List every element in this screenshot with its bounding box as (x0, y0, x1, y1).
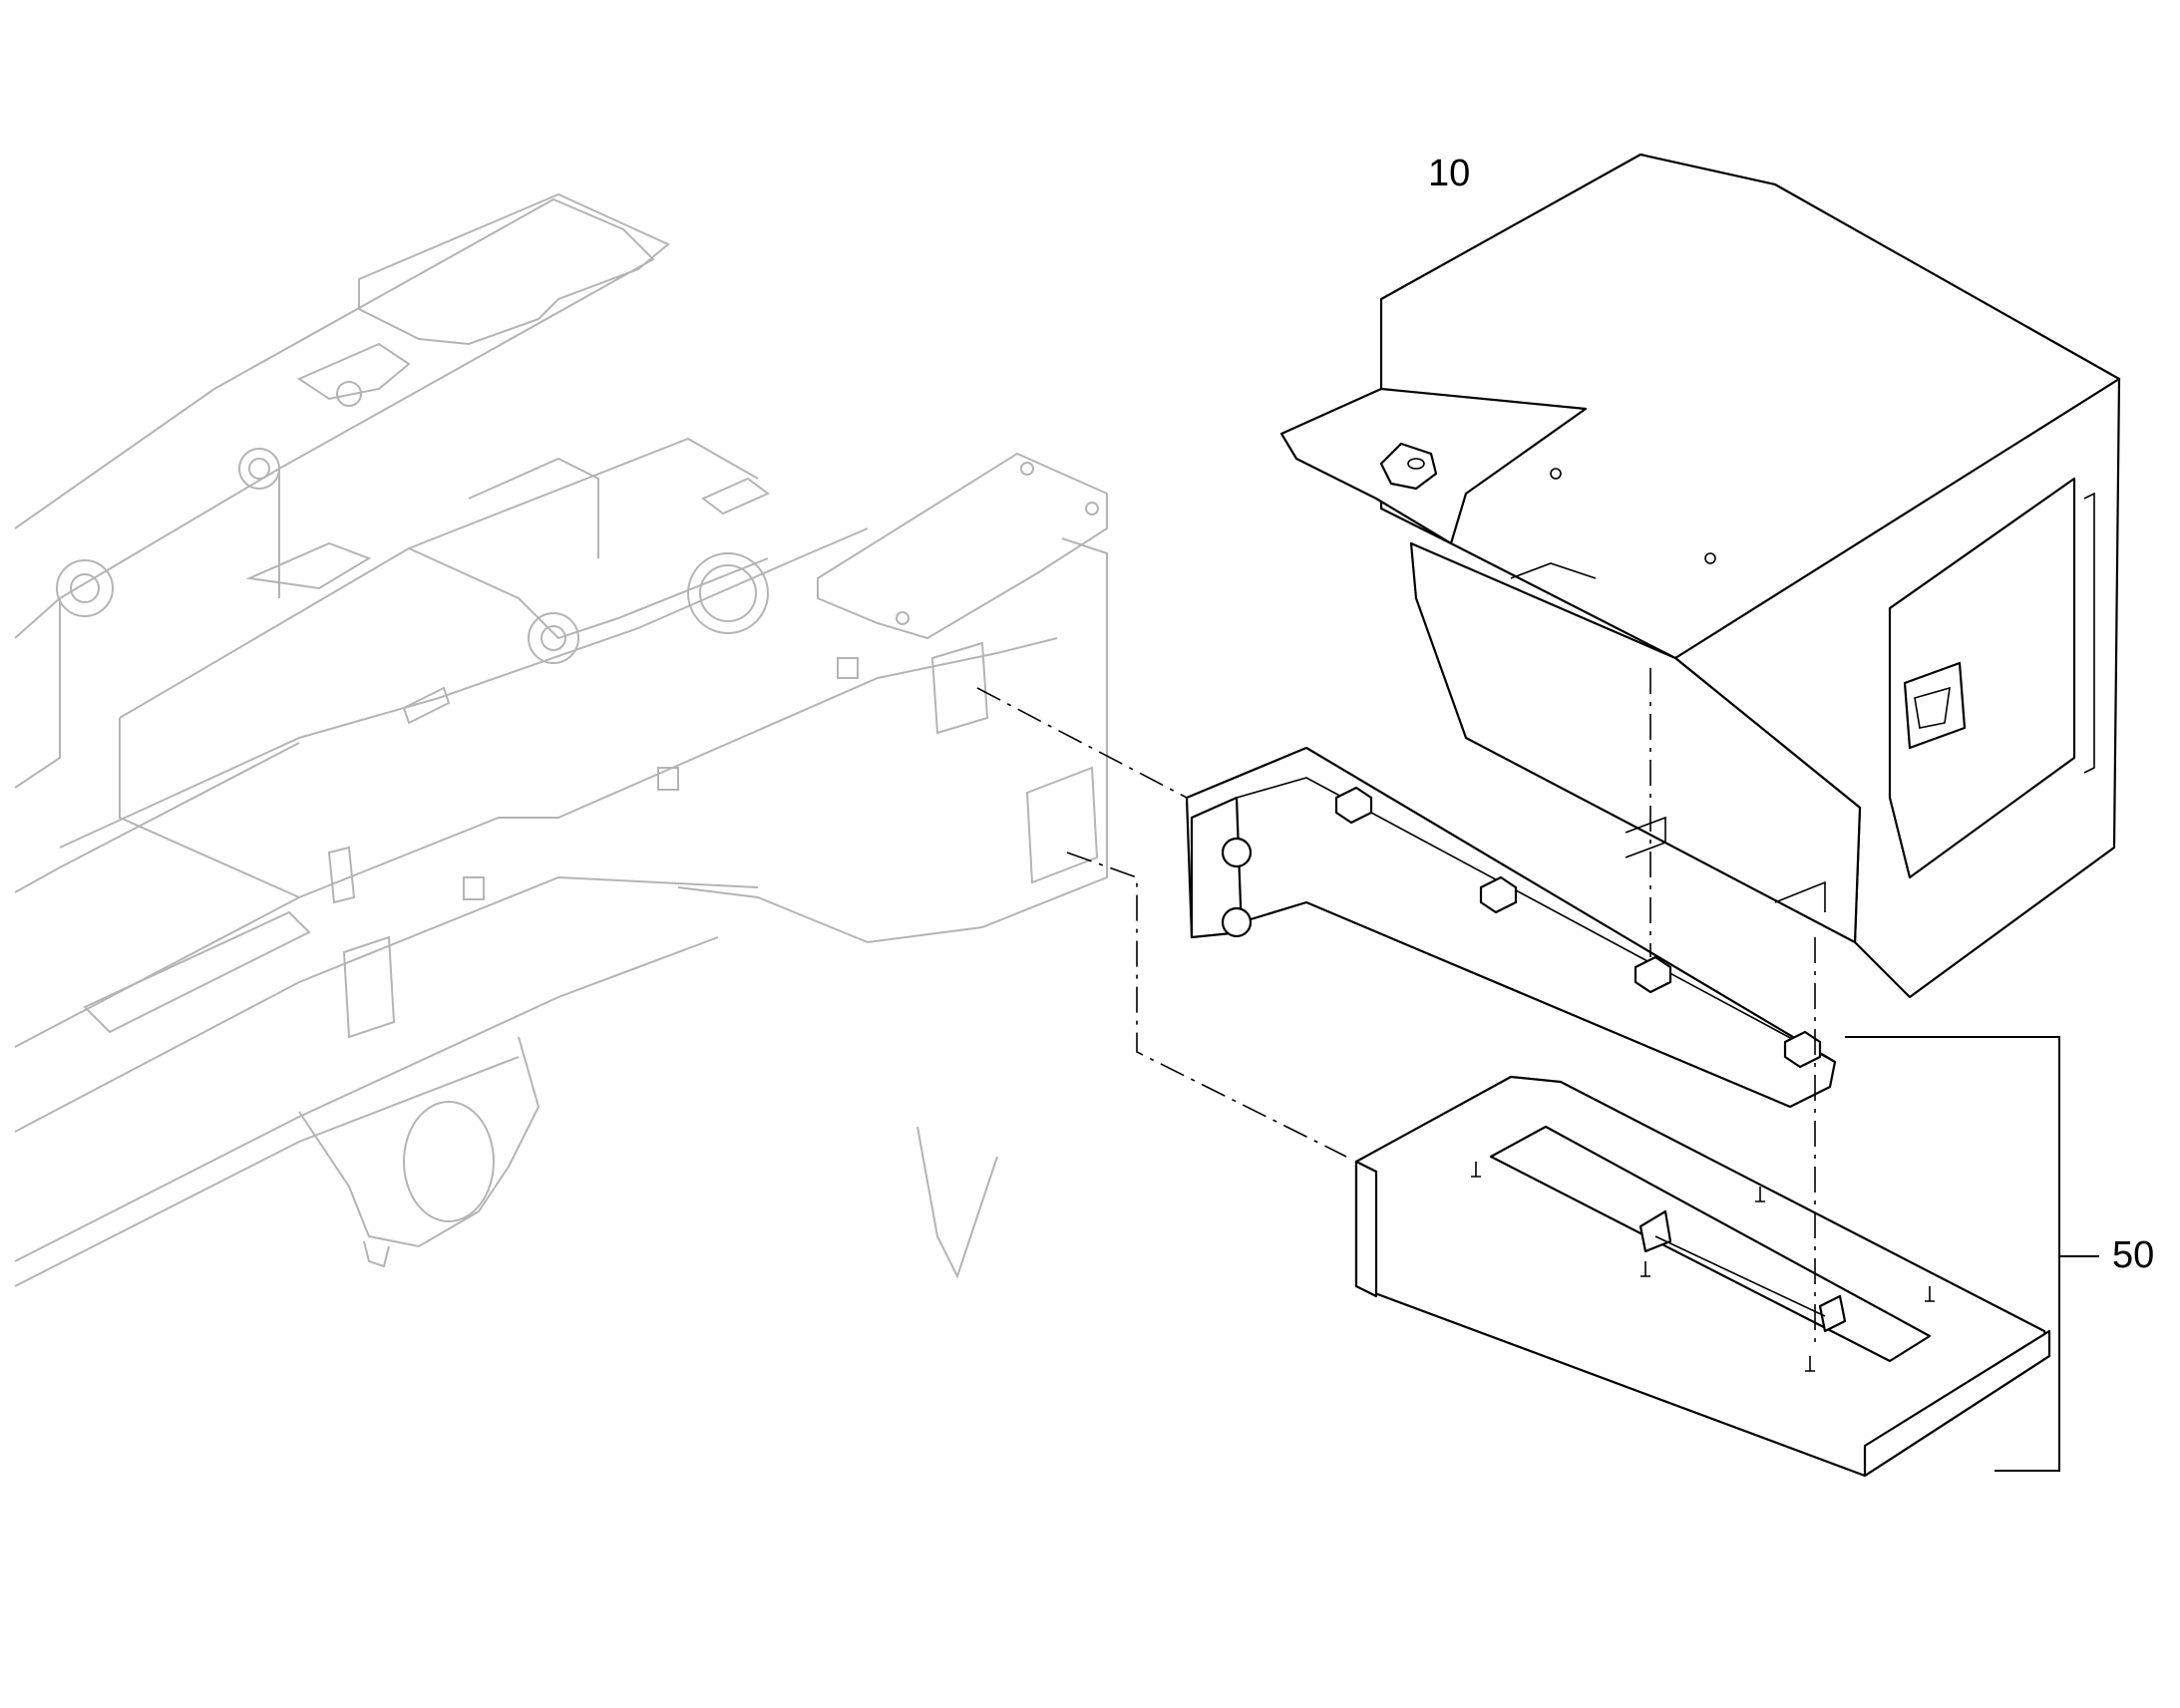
callout-label-50: 50 (2112, 1234, 2155, 1276)
bracket-nut (1634, 955, 1672, 994)
mounting-bracket (1185, 746, 1837, 1109)
bracket-nut (1334, 786, 1373, 825)
callout-label-10: 10 (1428, 153, 1471, 194)
bracket-nut (1479, 875, 1518, 914)
callout-bracket-50 (1845, 1036, 2099, 1472)
chassis-frame (14, 192, 1108, 1287)
assembly-lines (976, 668, 1816, 1346)
base-tray (1354, 1075, 2051, 1478)
tool-box (1279, 153, 2121, 999)
bracket-nut (1783, 1030, 1822, 1069)
